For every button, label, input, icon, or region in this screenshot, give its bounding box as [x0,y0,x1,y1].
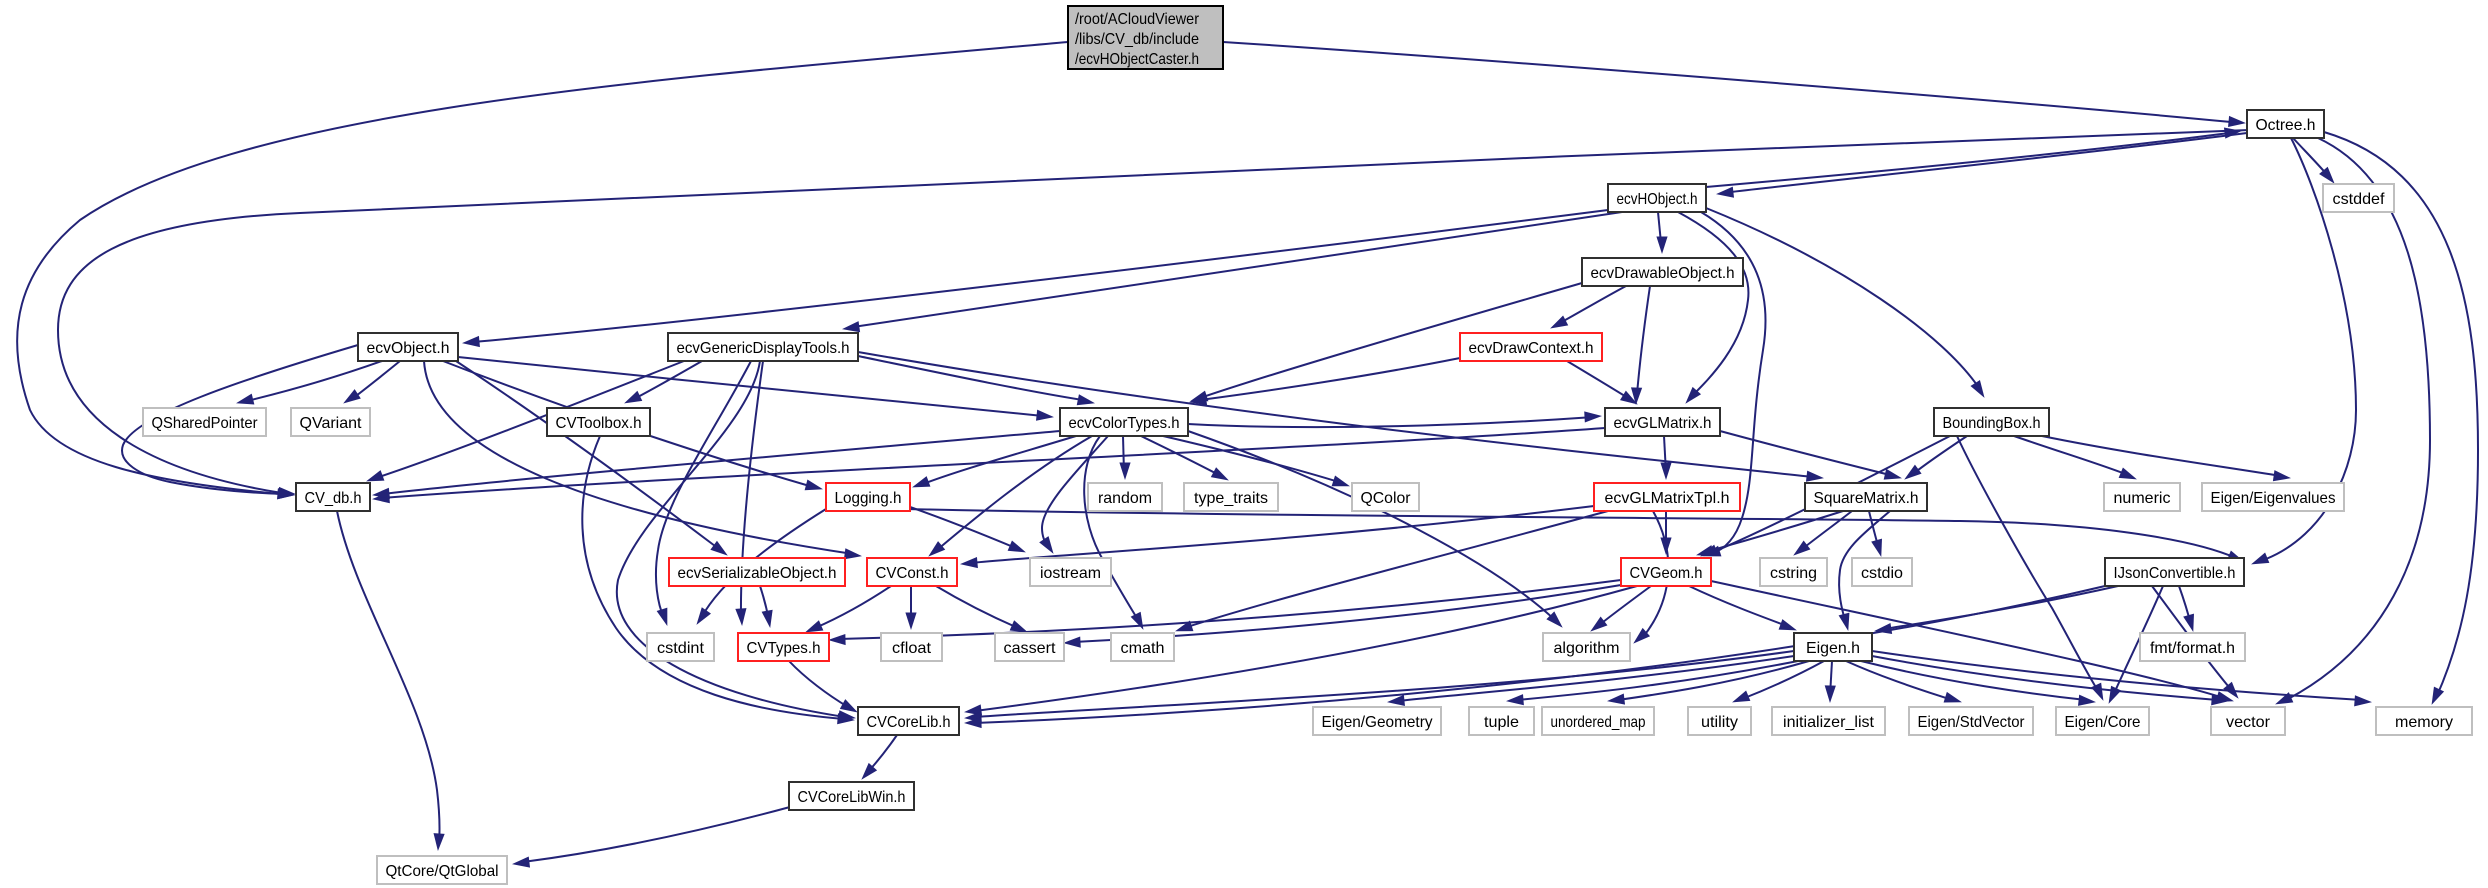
svg-text:Eigen/Eigenvalues: Eigen/Eigenvalues [2211,490,2336,507]
svg-text:initializer_list: initializer_list [1783,714,1875,731]
svg-text:cstdint: cstdint [657,640,705,657]
svg-text:ecvGenericDisplayTools.h: ecvGenericDisplayTools.h [677,340,850,357]
svg-text:unordered_map: unordered_map [1551,714,1646,731]
svg-text:Octree.h: Octree.h [2256,117,2316,134]
svg-text:cfloat: cfloat [892,640,932,657]
svg-text:algorithm: algorithm [1554,640,1620,657]
svg-text:ecvDrawContext.h: ecvDrawContext.h [1469,340,1594,357]
svg-text:Logging.h: Logging.h [835,490,902,507]
svg-text:type_traits: type_traits [1194,490,1268,507]
svg-text:cmath: cmath [1121,640,1165,657]
svg-text:iostream: iostream [1040,565,1101,582]
svg-text:memory: memory [2395,714,2453,731]
svg-text:CV_db.h: CV_db.h [305,490,362,507]
svg-text:Eigen/Core: Eigen/Core [2065,714,2141,731]
svg-text:CVTypes.h: CVTypes.h [747,640,821,657]
svg-text:ecvGLMatrix.h: ecvGLMatrix.h [1614,415,1712,432]
svg-text:/ecvHObjectCaster.h: /ecvHObjectCaster.h [1075,51,1199,68]
svg-text:ecvHObject.h: ecvHObject.h [1617,191,1698,208]
svg-text:cstddef: cstddef [2333,191,2386,208]
svg-text:QtCore/QtGlobal: QtCore/QtGlobal [386,863,499,880]
svg-text:CVGeom.h: CVGeom.h [1630,565,1703,582]
svg-text:Eigen/Geometry: Eigen/Geometry [1322,714,1433,731]
svg-text:CVCoreLib.h: CVCoreLib.h [867,714,951,731]
svg-text:vector: vector [2226,714,2271,731]
svg-text:ecvDrawableObject.h: ecvDrawableObject.h [1591,265,1735,282]
svg-text:CVCoreLibWin.h: CVCoreLibWin.h [798,789,906,806]
svg-text:ecvSerializableObject.h: ecvSerializableObject.h [678,565,837,582]
svg-text:cstring: cstring [1770,565,1817,582]
svg-text:Eigen/StdVector: Eigen/StdVector [1918,714,2026,731]
svg-text:numeric: numeric [2114,490,2171,507]
svg-text:cassert: cassert [1004,640,1057,657]
svg-text:tuple: tuple [1484,714,1519,731]
svg-text:/libs/CV_db/include: /libs/CV_db/include [1075,31,1199,48]
svg-text:ecvColorTypes.h: ecvColorTypes.h [1069,415,1180,432]
svg-text:IJsonConvertible.h: IJsonConvertible.h [2114,565,2236,582]
svg-text:QVariant: QVariant [300,415,363,432]
svg-text:QSharedPointer: QSharedPointer [152,415,259,432]
svg-text:/root/ACloudViewer: /root/ACloudViewer [1075,11,1200,28]
svg-text:CVConst.h: CVConst.h [876,565,949,582]
svg-text:SquareMatrix.h: SquareMatrix.h [1814,490,1919,507]
svg-text:ecvGLMatrixTpl.h: ecvGLMatrixTpl.h [1605,490,1730,507]
svg-text:Eigen.h: Eigen.h [1806,640,1860,657]
svg-text:cstdio: cstdio [1861,565,1903,582]
svg-text:ecvObject.h: ecvObject.h [367,340,450,357]
svg-text:CVToolbox.h: CVToolbox.h [556,415,642,432]
svg-text:utility: utility [1701,714,1738,731]
svg-text:BoundingBox.h: BoundingBox.h [1943,415,2041,432]
svg-text:QColor: QColor [1361,490,1412,507]
svg-text:fmt/format.h: fmt/format.h [2150,640,2235,657]
svg-text:random: random [1098,490,1152,507]
